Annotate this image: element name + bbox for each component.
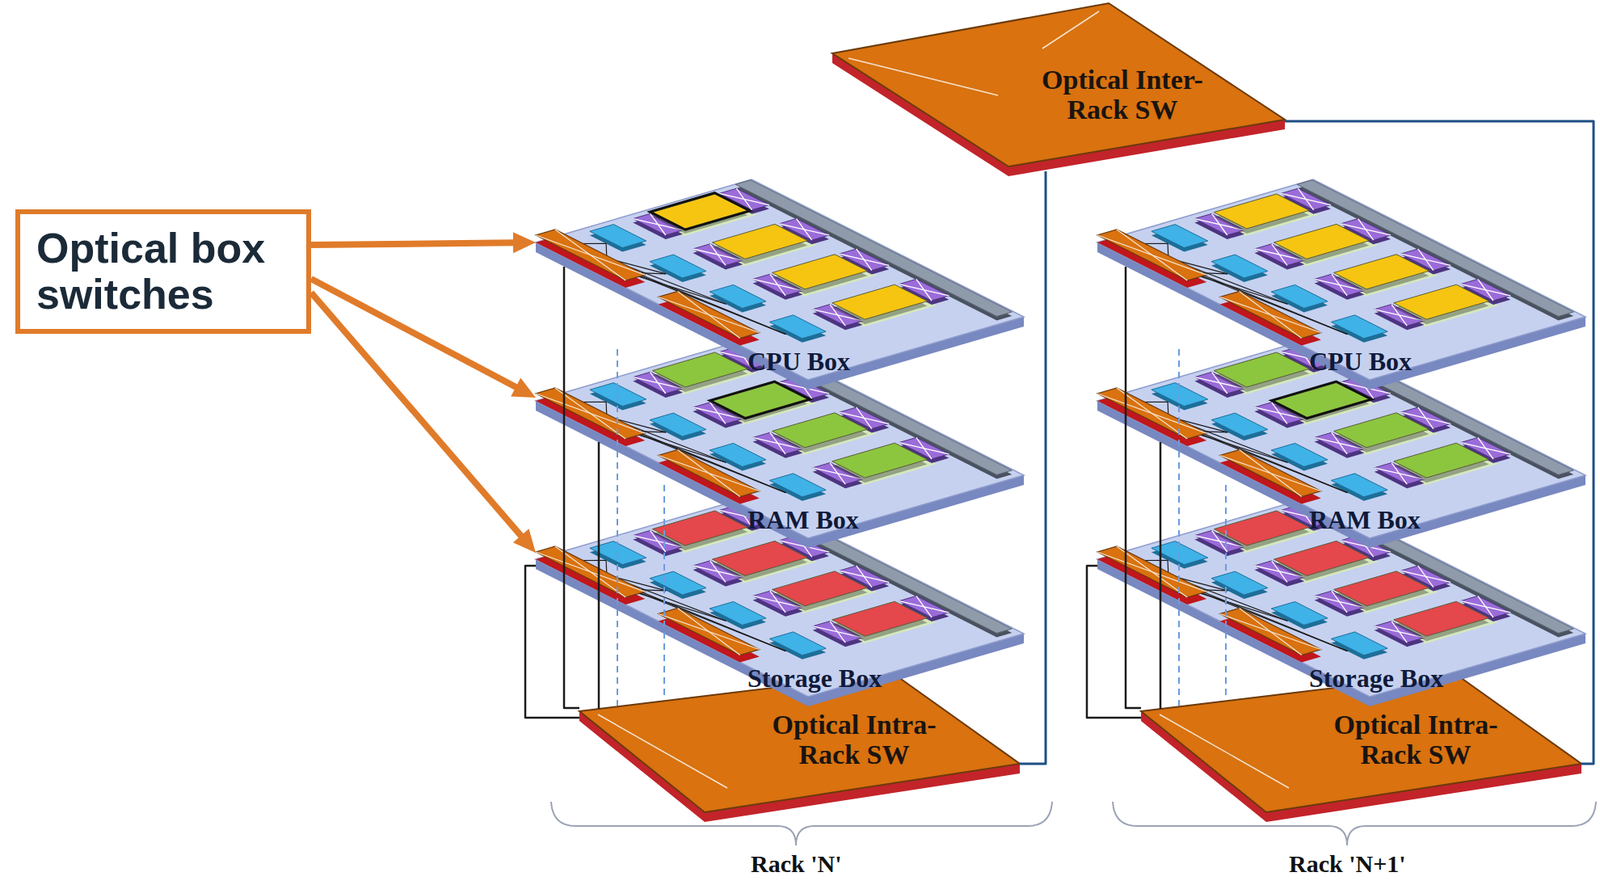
cpu-box-tray: CPU Box xyxy=(535,179,1024,390)
arrow-head xyxy=(510,377,536,398)
box-label: CPU Box xyxy=(747,347,910,376)
cpu-box-tray: CPU Box xyxy=(1097,179,1586,390)
callout-box: Optical box switches xyxy=(15,209,312,334)
switch-label: Optical Intra-Rack SW xyxy=(749,709,960,771)
arrow-head xyxy=(513,231,536,253)
rack-brace xyxy=(551,801,1596,846)
connector-line xyxy=(1086,565,1142,718)
selected-module xyxy=(709,381,810,419)
rack-label: Rack 'N+1' xyxy=(1288,850,1407,877)
intra-rack-switch: Optical Intra-Rack SW xyxy=(1141,673,1582,822)
box-label: RAM Box xyxy=(1309,505,1471,535)
intra-rack-switch: Optical Intra-Rack SW xyxy=(579,673,1020,822)
cpu-tray xyxy=(535,179,1024,390)
storage-box-tray: Storage Box xyxy=(535,496,1024,707)
arrow-head xyxy=(513,528,536,553)
inter-rack-switch: Optical Inter-Rack SW xyxy=(832,3,1285,172)
connector xyxy=(1284,121,1594,764)
callout-text: Optical box switches xyxy=(36,225,291,318)
ram-tray xyxy=(1097,337,1586,548)
box-label: Storage Box xyxy=(747,664,910,693)
connector xyxy=(311,292,536,553)
ram-box-tray: RAM Box xyxy=(1097,337,1586,548)
connector xyxy=(311,278,536,398)
switch-label: Optical Inter-Rack SW xyxy=(1017,64,1228,126)
connector xyxy=(1160,547,1162,674)
box-label: RAM Box xyxy=(747,505,910,535)
connector-line xyxy=(525,565,580,718)
connector-line xyxy=(1159,547,1163,674)
connector xyxy=(1086,565,1142,718)
connector-line xyxy=(597,547,601,674)
cpu-tray xyxy=(1097,179,1586,390)
box-label: Storage Box xyxy=(1309,664,1471,693)
connector-line xyxy=(564,389,580,708)
connector xyxy=(525,565,580,718)
ram-tray xyxy=(535,337,1024,548)
connector-line xyxy=(1284,121,1594,764)
connector xyxy=(1125,389,1142,708)
dashed-link xyxy=(617,349,1226,706)
ram-box-tray: RAM Box xyxy=(535,337,1024,548)
switch-wire-stub xyxy=(564,266,1161,709)
connector-line xyxy=(1125,389,1142,708)
connector xyxy=(598,547,600,674)
selected-module xyxy=(649,193,750,231)
inter-rack-switch-plate xyxy=(832,3,1285,177)
connector-line xyxy=(1019,171,1046,764)
rack-label: Rack 'N' xyxy=(750,850,843,877)
selected-module xyxy=(1271,381,1372,419)
switch-label: Optical Intra-Rack SW xyxy=(1310,709,1521,771)
box-label: CPU Box xyxy=(1309,347,1471,376)
connector-line xyxy=(311,242,515,245)
connector xyxy=(1019,171,1046,764)
connector xyxy=(311,231,536,253)
connector-line xyxy=(311,292,523,537)
connector xyxy=(564,389,580,708)
storage-tray xyxy=(535,496,1024,707)
storage-box-tray: Storage Box xyxy=(1097,496,1586,707)
storage-tray xyxy=(1097,496,1586,707)
